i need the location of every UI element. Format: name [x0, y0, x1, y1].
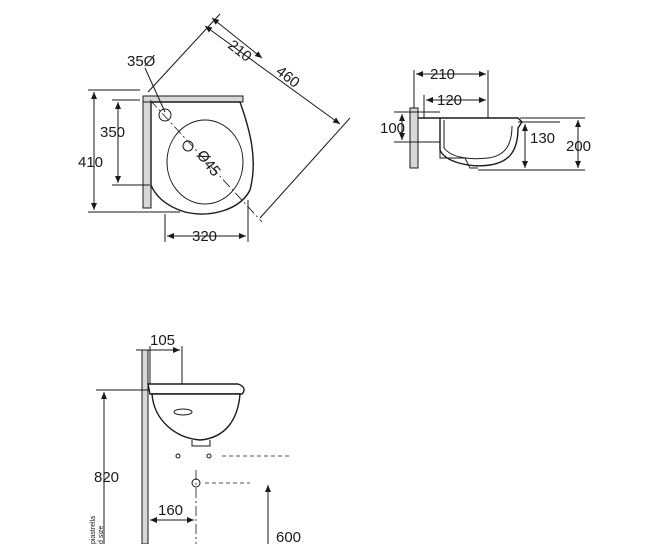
top-view: 210 460 35Ø 350 410 Ø45 320	[78, 13, 351, 245]
section-dim-120: 120	[437, 92, 462, 109]
left-wall	[142, 95, 152, 209]
top-dim-350: 350	[100, 124, 125, 141]
front-dim-105: 105	[150, 332, 175, 349]
overflow-slot	[173, 408, 193, 416]
ext-line-a	[147, 13, 221, 93]
front-dim-160: 160	[158, 502, 183, 519]
fixing-right	[206, 453, 212, 459]
front-waste	[191, 440, 211, 447]
diagonal-axis	[149, 99, 263, 223]
dim-line-210	[211, 17, 263, 59]
leader-35	[144, 67, 166, 113]
floor-label-2: d size	[98, 526, 105, 544]
section-view: 210 120 100 130 200	[380, 66, 591, 171]
front-dim-600: 600	[276, 529, 301, 544]
section-dim-100: 100	[380, 120, 405, 137]
top-dim-35-diameter: 35Ø	[127, 53, 156, 70]
front-dim-820: 820	[94, 469, 119, 486]
ext-line-b	[259, 117, 351, 219]
front-view: 105 820 160 600 piastrella d size	[90, 332, 301, 544]
front-basin-body	[151, 393, 241, 441]
section-overflow	[439, 150, 478, 169]
section-dim-210: 210	[430, 66, 455, 83]
top-dim-410: 410	[78, 154, 103, 171]
tap-hole	[158, 108, 172, 122]
top-dim-460: 460	[273, 63, 303, 92]
section-dim-200: 200	[566, 138, 591, 155]
basin-outline	[150, 101, 254, 215]
top-dim-320: 320	[192, 228, 217, 245]
fixing-left	[175, 453, 181, 459]
section-wall	[409, 107, 419, 169]
section-bowl-inner	[443, 120, 513, 160]
front-wall	[141, 349, 149, 544]
floor-label-1: piastrella	[90, 516, 97, 544]
front-rim	[147, 383, 245, 395]
section-dim-130: 130	[530, 130, 555, 147]
top-dim-210: 210	[225, 37, 255, 66]
